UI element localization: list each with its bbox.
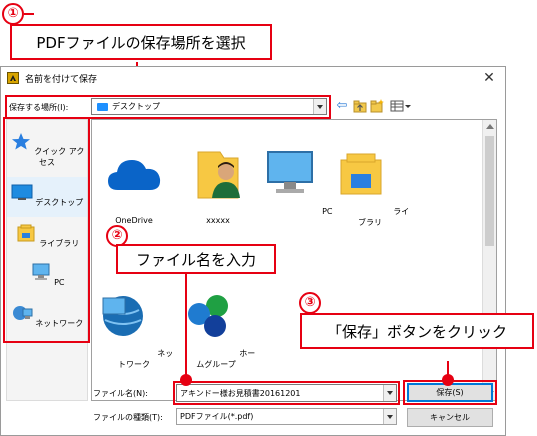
vertical-scrollbar[interactable] [482, 120, 496, 400]
location-value: デスクトップ [112, 102, 160, 111]
star-icon [11, 133, 30, 150]
step-2-callout: ファイル名を入力 [116, 244, 276, 274]
step-3-callout: 「保存」ボタンをクリック [300, 313, 534, 349]
step-1-badge: ① [2, 3, 24, 25]
file-item-pc[interactable]: PC [256, 146, 336, 216]
up-folder-icon[interactable] [353, 99, 367, 113]
file-label: PC [322, 207, 333, 216]
place-quick-access[interactable]: クイック アクセス [7, 132, 87, 168]
place-desktop[interactable]: デスクトップ [7, 177, 87, 217]
pc-icon [32, 263, 50, 280]
file-label: ホームグループ [196, 349, 256, 369]
filetype-label: ファイルの種類(T): [93, 413, 163, 422]
step-3-badge: ③ [299, 292, 321, 314]
step-1-leader-h [24, 13, 34, 15]
place-library[interactable]: ライブラリ [7, 224, 87, 249]
cancel-button[interactable]: キャンセル [407, 408, 493, 427]
app-icon [7, 72, 19, 84]
places-bar: クイック アクセス デスクトップ ライブラリ PC [6, 119, 88, 401]
location-label: 保存する場所(I): [9, 103, 69, 112]
user-folder-icon [197, 151, 240, 199]
file-item-onedrive[interactable]: OneDrive [94, 146, 174, 225]
filename-value: アキンドー様お見積書201612​01 [180, 388, 301, 398]
title-bar: 名前を付けて保存 ✕ [1, 67, 505, 89]
file-item-library[interactable]: ライブラリ [330, 146, 410, 228]
desktop-icon [11, 184, 33, 200]
save-as-dialog: 名前を付けて保存 ✕ 保存する場所(I): デスクトップ ⇦ クイック アクセス [0, 66, 506, 436]
file-label: OneDrive [115, 216, 153, 225]
step-3-dot [442, 374, 454, 386]
back-arrow-icon[interactable]: ⇦ [336, 98, 348, 113]
place-network[interactable]: ネットワーク [7, 304, 87, 329]
network-icon [12, 306, 33, 320]
homegroup-icon [187, 295, 228, 337]
step-3-leader-v [447, 361, 449, 381]
pc-icon [266, 151, 313, 193]
places-highlight [3, 117, 90, 343]
onedrive-icon [108, 160, 161, 190]
file-item-network[interactable]: ネットワーク [94, 288, 174, 370]
file-label: ライブラリ [358, 207, 410, 227]
close-button[interactable]: ✕ [483, 70, 495, 86]
desktop-folder-icon [97, 102, 108, 111]
filename-highlight [173, 381, 400, 405]
chevron-down-icon [383, 409, 396, 424]
location-highlight [5, 95, 331, 119]
view-menu-icon[interactable] [390, 99, 412, 113]
place-label: ネットワーク [35, 319, 84, 328]
network-icon [102, 296, 143, 336]
step-1-callout: PDFファイルの保存場所を選択 [10, 24, 272, 60]
scroll-thumb[interactable] [485, 136, 494, 246]
filetype-dropdown[interactable]: PDFファイル(*.pdf) [176, 408, 397, 425]
place-label: PC [54, 278, 65, 287]
file-label: ネットワーク [118, 349, 174, 369]
new-folder-icon[interactable] [370, 99, 384, 113]
scroll-up-icon[interactable] [486, 124, 494, 129]
dialog-title: 名前を付けて保存 [25, 74, 98, 85]
location-dropdown[interactable]: デスクトップ [91, 98, 327, 115]
filename-input[interactable]: アキンドー様お見積書201612​01 [176, 384, 397, 402]
chevron-down-icon[interactable] [383, 385, 396, 401]
filename-label: ファイル名(N): [93, 389, 148, 398]
file-item-homegroup[interactable]: ホームグループ [176, 288, 256, 370]
place-pc[interactable]: PC [7, 263, 87, 287]
step-2-dot [180, 374, 192, 386]
place-label: クイック アクセス [34, 147, 85, 167]
library-icon [340, 153, 382, 195]
save-button[interactable]: 保存(S) [407, 383, 493, 402]
step-2-leader-v [185, 272, 187, 380]
library-icon [17, 224, 35, 242]
filetype-value: PDFファイル(*.pdf) [180, 412, 254, 421]
file-label: xxxxx [206, 216, 230, 225]
place-label: ライブラリ [39, 239, 80, 248]
chevron-down-icon [313, 99, 326, 114]
file-item-user[interactable]: xxxxx [178, 146, 258, 225]
place-label: デスクトップ [35, 198, 84, 207]
